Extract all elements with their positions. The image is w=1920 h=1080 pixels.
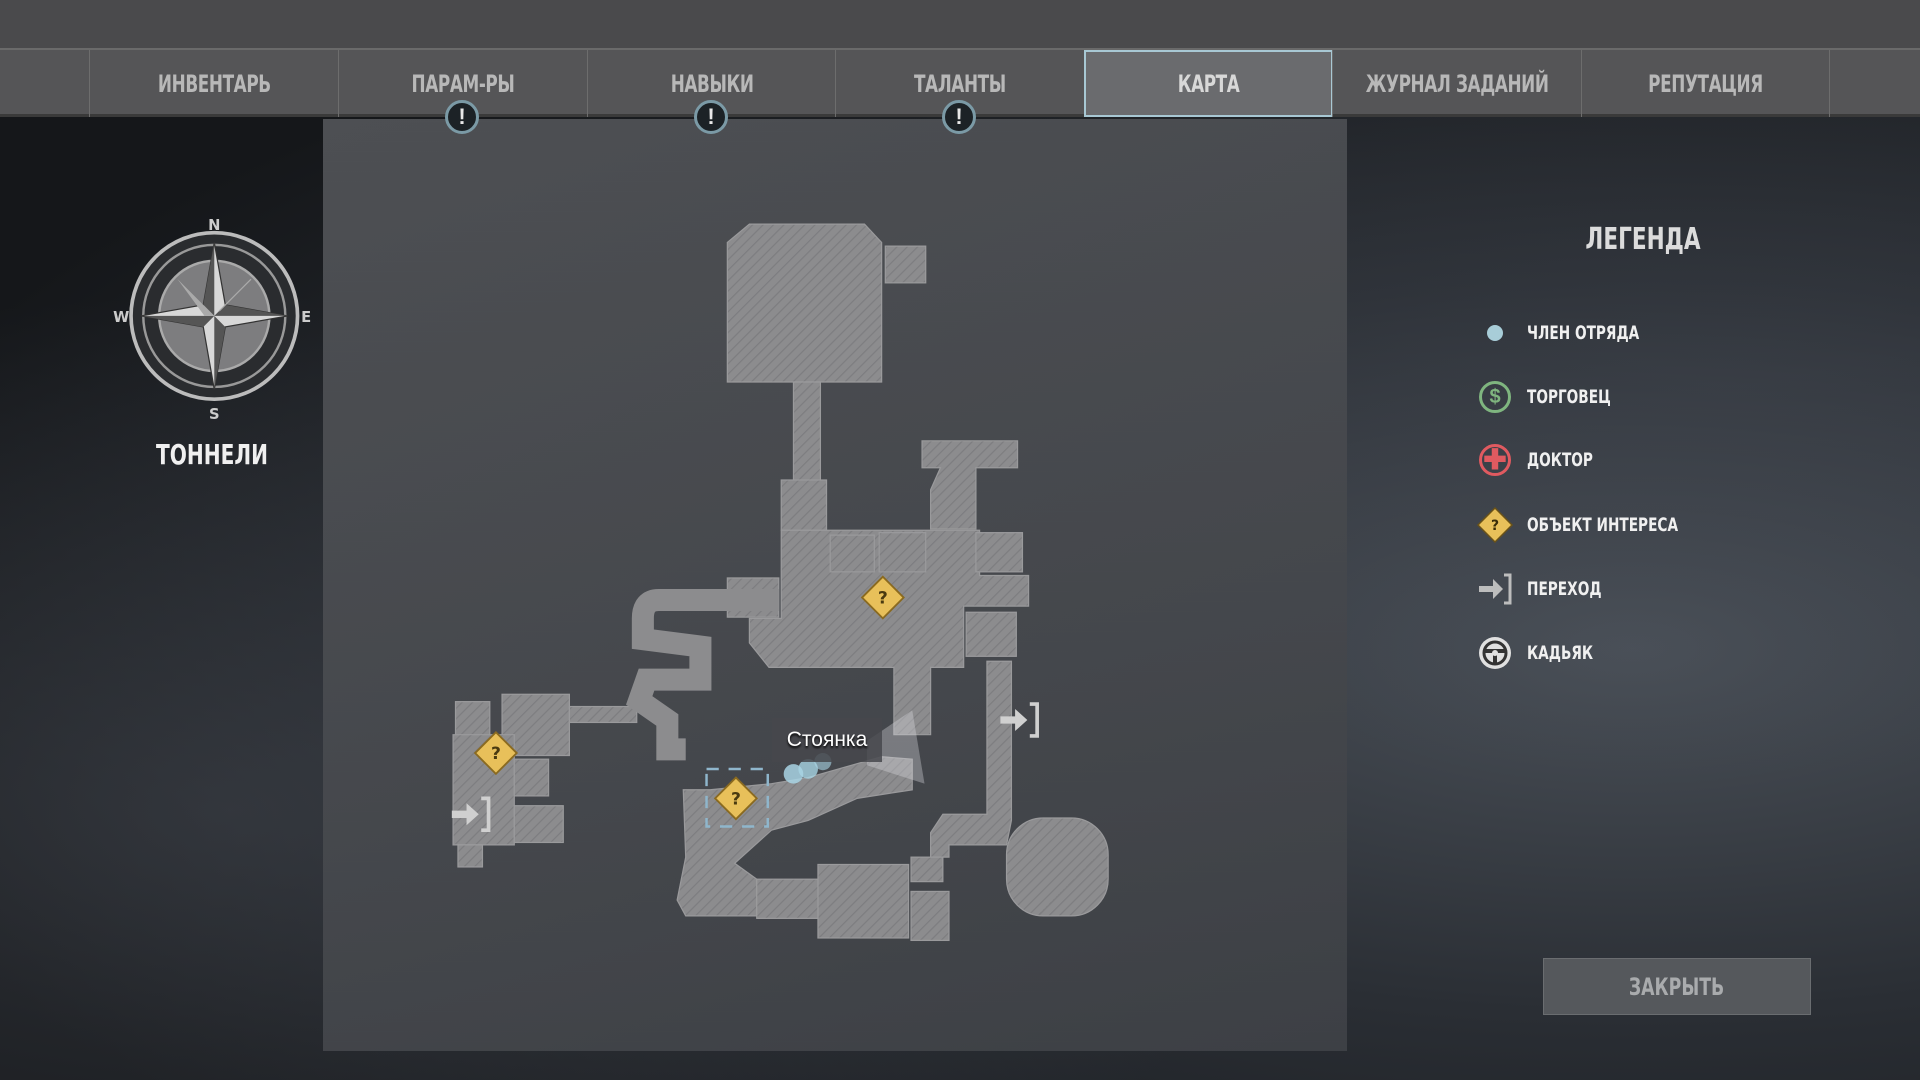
poi-markers: ? ? ?	[473, 575, 905, 821]
legend-label: ПЕРЕХОД	[1527, 578, 1602, 600]
top-band	[0, 0, 1920, 50]
region-name: ТОННЕЛИ	[155, 438, 268, 471]
location-label: Стоянка	[772, 718, 882, 762]
alert-icon: !	[942, 100, 976, 134]
legend-label: КАДЬЯК	[1527, 642, 1594, 664]
map-room	[965, 611, 1017, 657]
point-of-interest-icon: ?	[713, 776, 759, 821]
legend-item-doctor: ✚ ДОКТОР	[1475, 440, 1609, 480]
map-winding-corridor	[625, 588, 779, 761]
map-room	[454, 701, 491, 737]
compass-n: N	[208, 217, 220, 234]
tab-label: ИНВЕНТАРЬ	[157, 69, 271, 98]
svg-text:?: ?	[1491, 518, 1499, 534]
transition-arrow-icon	[1475, 569, 1515, 609]
map-room	[910, 856, 944, 883]
alert-icon: !	[694, 100, 728, 134]
doctor-cross-icon: ✚	[1475, 440, 1515, 480]
map-room	[817, 863, 910, 939]
map-room	[910, 890, 950, 942]
map-room	[726, 223, 883, 383]
merchant-dollar-icon: $	[1475, 377, 1515, 417]
transition-arrow-icon	[451, 796, 491, 833]
tab-label: РЕПУТАЦИЯ	[1648, 69, 1763, 98]
legend-item-merchant: $ ТОРГОВЕЦ	[1475, 377, 1632, 417]
map-room	[829, 534, 875, 573]
tab-label: КАРТА	[1177, 69, 1240, 98]
map-corridor	[792, 381, 822, 485]
tab-map[interactable]: КАРТА	[1084, 50, 1333, 117]
legend-label: ТОРГОВЕЦ	[1527, 386, 1611, 408]
compass-s: S	[209, 406, 220, 423]
tab-quest-journal[interactable]: ЖУРНАЛ ЗАДАНИЙ	[1332, 50, 1581, 117]
map-hall	[748, 529, 1030, 736]
legend-label: ОБЪЕКТ ИНТЕРЕСА	[1527, 514, 1679, 536]
tab-label: НАВЫКИ	[670, 69, 754, 98]
tab-skills[interactable]: НАВЫКИ	[587, 50, 836, 117]
legend-label: ДОКТОР	[1527, 449, 1593, 471]
compass-icon: N E S W	[113, 217, 311, 423]
party-member-icon	[1475, 313, 1515, 353]
legend-title: ЛЕГЕНДА	[1585, 222, 1701, 257]
vehicle-wheel-icon	[1475, 633, 1515, 673]
view-cone	[866, 710, 925, 784]
transition-arrow-icon	[1000, 702, 1039, 738]
map-corridor	[568, 705, 638, 724]
selection-frame	[705, 767, 769, 828]
map-round-room	[1005, 817, 1109, 917]
tab-reputation[interactable]: РЕПУТАЦИЯ	[1581, 50, 1830, 117]
close-button[interactable]: ЗАКРЫТЬ	[1543, 958, 1811, 1015]
map-room	[513, 758, 550, 797]
compass-e: E	[301, 309, 311, 326]
svg-text:?: ?	[731, 789, 741, 809]
tab-talents[interactable]: ТАЛАНТЫ	[835, 50, 1084, 117]
tab-stats[interactable]: ПАРАМ-РЫ	[338, 50, 587, 117]
map-room	[975, 532, 1024, 573]
svg-text:?: ?	[878, 589, 888, 609]
map-room	[884, 245, 927, 284]
tab-label: ТАЛАНТЫ	[914, 69, 1006, 98]
point-of-interest-icon: ?	[473, 730, 519, 776]
map-room	[780, 479, 828, 531]
map-room	[921, 440, 1019, 530]
point-of-interest-icon: ?	[1475, 505, 1515, 545]
map-room	[457, 844, 484, 868]
legend-item-point-of-interest: ? ОБЪЕКТ ИНТЕРЕСА	[1475, 505, 1716, 545]
legend-item-party-member: ЧЛЕН ОТРЯДА	[1475, 313, 1667, 353]
map-room	[501, 693, 571, 757]
svg-text:?: ?	[491, 744, 501, 764]
map-corridor	[930, 660, 1013, 858]
map-rooms	[452, 223, 1109, 942]
legend-label: ЧЛЕН ОТРЯДА	[1527, 322, 1640, 344]
party-member-dot	[798, 759, 818, 779]
map-room	[878, 532, 927, 573]
map-room	[513, 805, 564, 844]
point-of-interest-icon: ?	[860, 575, 905, 620]
tab-label: ЖУРНАЛ ЗАДАНИЙ	[1365, 69, 1549, 98]
compass-w: W	[113, 309, 129, 326]
legend-item-transition: ПЕРЕХОД	[1475, 569, 1620, 609]
tab-inventory[interactable]: ИНВЕНТАРЬ	[89, 50, 338, 117]
alert-icon: !	[445, 100, 479, 134]
tab-bar: ИНВЕНТАРЬ ПАРАМ-РЫ НАВЫКИ ТАЛАНТЫ КАРТА …	[0, 50, 1920, 117]
legend-item-vehicle: КАДЬЯК	[1475, 633, 1610, 673]
map-room	[756, 878, 822, 919]
tab-label: ПАРАМ-РЫ	[411, 69, 515, 98]
